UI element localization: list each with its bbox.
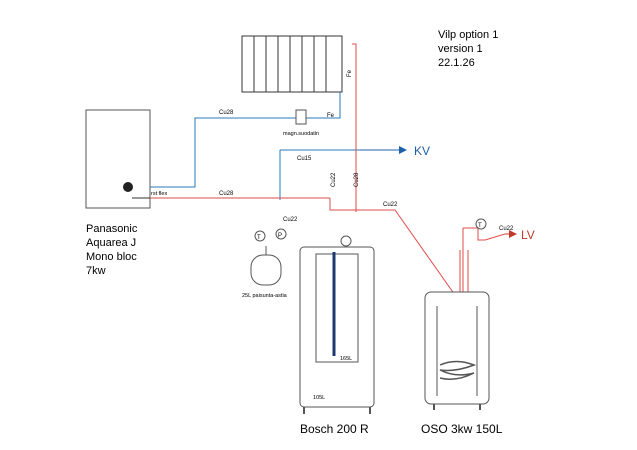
- label-fe-top: Fe: [327, 113, 335, 119]
- heat-pump-label-3: Mono bloc: [86, 251, 137, 263]
- label-kv: KV: [414, 144, 430, 158]
- hot-pipes: [150, 43, 506, 306]
- label-cu28-mid: Cu28: [219, 191, 234, 197]
- oso-t-sensor-label: T: [478, 223, 482, 229]
- oso-tank: [424, 291, 490, 410]
- title-line-1: Vilp option 1: [438, 29, 498, 41]
- label-cu15: Cu15: [297, 156, 312, 162]
- expansion-tank: [250, 246, 282, 286]
- label-cu22-lv: Cu22: [499, 226, 514, 232]
- oso-temperature-sensor-icon: [475, 218, 487, 230]
- heat-pump-label-1: Panasonic: [86, 223, 138, 235]
- bosch-tank: [299, 246, 375, 414]
- radiator: [241, 35, 343, 93]
- label-lv: LV: [521, 228, 535, 242]
- heat-pump-label-2: Aquarea J: [86, 237, 136, 249]
- temperature-sensor-icon: [254, 230, 266, 242]
- p-sensor-label: P: [278, 233, 282, 239]
- label-rst-flex: rst flex: [151, 191, 167, 197]
- pressure-sensor-icon: [275, 228, 287, 240]
- magnetic-filter-icon: [295, 109, 307, 125]
- label-tank-inner: 165L: [340, 356, 352, 362]
- cold-pipes: [150, 92, 400, 200]
- label-cu22-left: Cu22: [283, 217, 298, 223]
- title-line-2: version 1: [438, 43, 483, 55]
- title-line-3: 22.1.26: [438, 57, 475, 69]
- label-magn-filter: magn.suodatin: [283, 131, 319, 137]
- label-cu22-vertical: Cu22: [331, 172, 337, 187]
- label-cu28-top: Cu28: [219, 110, 234, 116]
- label-cu22-right: Cu22: [383, 202, 398, 208]
- label-bosch: Bosch 200 R: [300, 422, 369, 436]
- label-tank-outer: 105L: [313, 395, 325, 401]
- circulation-pump-icon: [123, 182, 133, 192]
- label-expansion-tank: 25L paisunta-astia: [242, 293, 288, 299]
- label-oso: OSO 3kw 150L: [421, 422, 503, 436]
- label-cu28-vertical: Cu28: [354, 172, 360, 187]
- heat-pump-unit: [85, 109, 151, 209]
- label-fe-vertical: Fe: [347, 69, 353, 77]
- t-sensor-label: T: [257, 235, 261, 241]
- heat-pump-label-4: 7kw: [86, 265, 106, 277]
- bosch-sensor-icon: [340, 235, 352, 247]
